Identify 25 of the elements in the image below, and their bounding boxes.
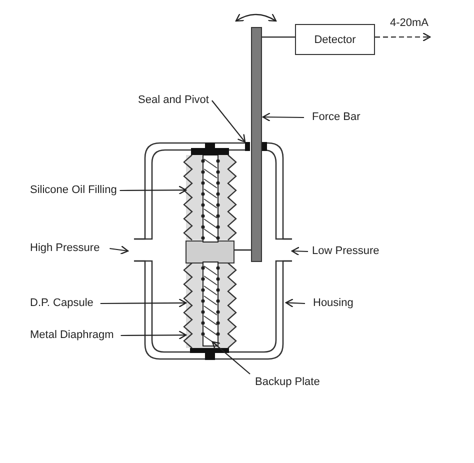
part-label: High Pressure bbox=[30, 242, 100, 255]
force-bar bbox=[251, 27, 262, 262]
part-label: Silicone Oil Filling bbox=[30, 184, 117, 197]
connector-line bbox=[262, 36, 295, 38]
part-label: Seal and Pivot bbox=[138, 94, 209, 107]
part-label: D.P. Capsule bbox=[30, 297, 94, 310]
backup-plate-drawing bbox=[201, 262, 220, 346]
part-label: Force Bar bbox=[312, 111, 360, 124]
part-label: Low Pressure bbox=[312, 245, 380, 258]
detector-box: Detector bbox=[295, 24, 375, 55]
leader-line bbox=[262, 112, 304, 122]
leader-line bbox=[100, 298, 187, 308]
leader-line bbox=[291, 246, 308, 256]
leader-line bbox=[120, 186, 187, 195]
leader-line bbox=[212, 341, 250, 374]
part-label: Backup Plate bbox=[255, 376, 320, 389]
part-label: Metal Diaphragm bbox=[30, 329, 114, 342]
capsule-drawing bbox=[183, 143, 251, 360]
leader-line bbox=[110, 246, 129, 255]
leader-line bbox=[212, 100, 246, 143]
seal-block bbox=[245, 142, 267, 151]
leader-line bbox=[120, 330, 187, 340]
leader-line bbox=[285, 298, 306, 308]
part-label: Housing bbox=[313, 297, 354, 310]
signal-arrow bbox=[375, 32, 431, 42]
